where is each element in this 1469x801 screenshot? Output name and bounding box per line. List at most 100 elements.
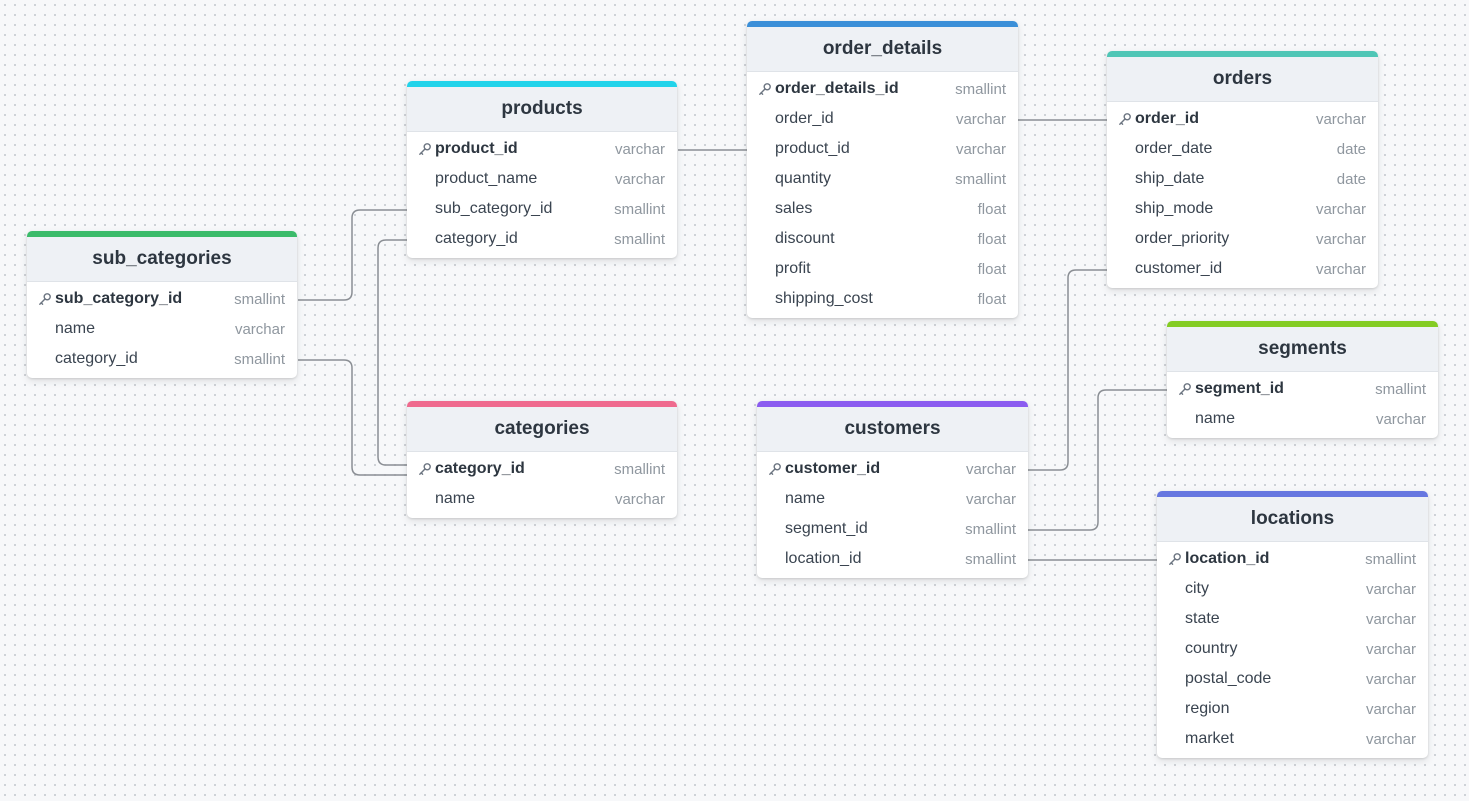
column-name: customer_id	[1135, 260, 1223, 277]
column-type: smallint	[965, 550, 1016, 568]
table-color-bar	[1167, 321, 1438, 327]
column-type: float	[977, 260, 1006, 278]
column-type: varchar	[1315, 260, 1366, 278]
column-row[interactable]: category_id smallint	[27, 344, 297, 374]
table-title[interactable]: sub_categories	[27, 237, 297, 282]
edge-products-categories[interactable]	[377, 239, 407, 466]
column-type: varchar	[1315, 110, 1366, 128]
column-name: sales	[775, 200, 813, 217]
edge-subcategories-categories[interactable]	[298, 359, 407, 476]
column-name: segment_id	[785, 520, 868, 537]
column-type: varchar	[614, 140, 665, 158]
column-row[interactable]: discount float	[747, 224, 1018, 254]
key-icon	[1118, 112, 1132, 126]
column-name: discount	[775, 230, 835, 247]
primary-key-column[interactable]: product_id varchar	[407, 134, 677, 164]
table-color-bar	[1157, 491, 1428, 497]
column-name: city	[1185, 580, 1209, 597]
key-icon	[768, 462, 782, 476]
column-name: name	[435, 490, 476, 507]
table-title[interactable]: locations	[1157, 497, 1428, 542]
column-type: smallint	[234, 290, 285, 308]
column-type: float	[977, 230, 1006, 248]
edge-orders-customers[interactable]	[1028, 269, 1107, 471]
column-name: location_id	[785, 550, 862, 567]
primary-key-column[interactable]: segment_id smallint	[1167, 374, 1438, 404]
table-color-bar	[757, 401, 1028, 407]
table-title[interactable]: orders	[1107, 57, 1378, 102]
column-type: smallint	[614, 230, 665, 248]
column-name: product_id	[435, 140, 518, 157]
column-row[interactable]: city varchar	[1157, 574, 1428, 604]
column-row[interactable]: customer_id varchar	[1107, 254, 1378, 284]
column-name: category_id	[55, 350, 138, 367]
column-row[interactable]: location_id smallint	[757, 544, 1028, 574]
column-type: float	[977, 200, 1006, 218]
column-type: float	[977, 290, 1006, 308]
column-type: varchar	[1365, 730, 1416, 748]
column-type: smallint	[234, 350, 285, 368]
column-name: sub_category_id	[435, 200, 553, 217]
column-type: varchar	[1365, 580, 1416, 598]
table-title[interactable]: customers	[757, 407, 1028, 452]
column-name: quantity	[775, 170, 832, 187]
column-name: ship_date	[1135, 170, 1205, 187]
column-type: smallint	[1375, 380, 1426, 398]
table-title[interactable]: segments	[1167, 327, 1438, 372]
edge-customers-segments[interactable]	[1028, 389, 1167, 531]
table-title[interactable]: products	[407, 87, 677, 132]
table-title[interactable]: order_details	[747, 27, 1018, 72]
column-type: varchar	[1315, 230, 1366, 248]
table-title[interactable]: categories	[407, 407, 677, 452]
column-type: varchar	[1365, 670, 1416, 688]
column-name: segment_id	[1195, 380, 1284, 397]
column-row[interactable]: sales float	[747, 194, 1018, 224]
column-name: product_name	[435, 170, 538, 187]
column-name: order_date	[1135, 140, 1213, 157]
column-type: varchar	[1365, 700, 1416, 718]
column-name: name	[55, 320, 96, 337]
column-type: varchar	[955, 140, 1006, 158]
edge-subcategories-products[interactable]	[298, 209, 407, 301]
